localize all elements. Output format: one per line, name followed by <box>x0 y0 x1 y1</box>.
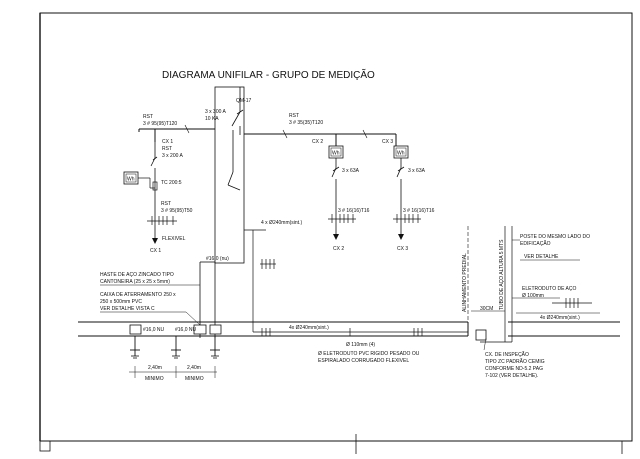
conduit-right-label: 4x Ø240mm(sint.) <box>540 315 580 321</box>
eletroduto-aco-2: Ø 100mm <box>522 293 544 299</box>
conduit-bottom-label: 4x Ø240mm(sint.) <box>289 325 329 331</box>
nu-label-2: #16,0 NU <box>175 327 197 333</box>
bare-cable-label: #16,0 (nu) <box>206 256 229 262</box>
main-panel <box>214 86 245 264</box>
eletroduto-aco-1: ELETRODUTO DE AÇO <box>522 286 576 292</box>
main-breaker-icon <box>227 96 244 191</box>
minimo-label-2: MINIMO <box>185 376 204 382</box>
cx1-breaker-label: RST <box>162 146 172 152</box>
cx2-arrow-icon <box>333 234 339 240</box>
cx3-name: CX 3 <box>382 139 393 145</box>
note-caixa-1: CAIXA DE ATERRAMENTO 250 x <box>100 292 176 298</box>
cx2-cable: 3 # 16(16)T16 <box>338 208 370 214</box>
note-haste-1: HASTE DE AÇO ZINCADO TIPO <box>100 272 174 278</box>
cx2-meter-icon: Wh <box>328 145 344 159</box>
minimo-label-1: MINIMO <box>145 376 164 382</box>
inspection-box <box>475 329 487 341</box>
cx1-meter-label: Wh <box>127 177 135 183</box>
feeder-right-label: RST <box>289 113 299 119</box>
steel-pipe <box>480 226 513 343</box>
cx3-breaker-rating: 3 x 63A <box>408 168 426 174</box>
feeder-left-label: RST <box>143 114 153 120</box>
cx1-breaker-icon <box>150 142 158 226</box>
poste-note-2: EDIFICAÇÃO <box>520 240 551 247</box>
right-leaders <box>512 239 580 299</box>
conduit-top-label: 4 x Ø240mm(sint.) <box>261 220 302 226</box>
right-conductor-marks <box>552 298 592 308</box>
inspection-leader <box>483 337 487 351</box>
ground-symbol-icons <box>131 355 219 359</box>
feeder-right-cable: 3 # 35(35)T120 <box>289 120 323 126</box>
ground-rods <box>130 336 220 356</box>
tubo-label: TUBO DE AÇO ALTURA 5 MTS <box>499 239 505 310</box>
cx3-meter-label: Wh <box>397 151 405 157</box>
cx3-cable: 3 # 16(16)T16 <box>403 208 435 214</box>
cx2-name: CX 2 <box>312 139 323 145</box>
poste-note-1: POSTE DO MESMO LADO DO <box>520 234 590 240</box>
cx3-bottom-label: CX 3 <box>397 246 408 252</box>
cx3-arrow-icon <box>398 234 404 240</box>
dimension-lines <box>129 366 217 378</box>
inspecao-note-3: CONFORME ND-5.2 PAG <box>485 366 543 372</box>
sheet-frame <box>39 12 633 454</box>
note-caixa-2: 250 x 500mm PVC <box>100 299 142 305</box>
service-entrance-conduit <box>244 229 468 333</box>
cx1-breaker-rating: 3 x 200 A <box>162 153 184 159</box>
eletroduto-note-1: Ø ELETRODUTO PVC RIGIDO PESADO OU <box>318 351 420 357</box>
cx1-down-cable: 3 # 95(95)T50 <box>161 208 193 214</box>
qm-label: QM-17 <box>236 98 252 104</box>
eletroduto-note-2: ESPIRALADO CORRUGADO FLEXIVEL <box>318 358 409 364</box>
main-breaker-rating: 3 x 300 A <box>205 109 227 115</box>
diagram-title: DIAGRAMA UNIFILAR - GRUPO DE MEDIÇÃO <box>162 68 375 81</box>
feeder-left-cable: 3 # 95(95)T120 <box>143 121 177 127</box>
grounding-box-1 <box>129 324 142 335</box>
nu-label-1: #16,0 NU <box>143 327 165 333</box>
cx1-arrow-icon <box>152 226 158 244</box>
cx1-conductor-marks <box>147 216 177 225</box>
cx1-bottom-label: CX 1 <box>150 248 161 254</box>
duct-size-label: Ø 110mm (4) <box>346 342 375 348</box>
ground-line <box>78 321 620 337</box>
dim-30-label: 30CM <box>480 306 493 312</box>
cx1-name: CX 1 <box>162 139 173 145</box>
grounding-box-2 <box>193 324 222 335</box>
cx1-down-label: RST <box>161 201 171 207</box>
dim-label-1: 2,40m <box>148 365 162 371</box>
dim-label-2: 2,40m <box>187 365 201 371</box>
cx3-breaker-icon <box>396 158 405 234</box>
cx1-tc-label: TC 200:5 <box>161 180 182 186</box>
note-caixa-3: VER DETALHE VISTA C <box>100 306 155 312</box>
alinhamento-label: ALINHAMENTO PREDIAL <box>462 253 468 312</box>
conduit-marks <box>261 328 423 336</box>
cx2-bottom-label: CX 2 <box>333 246 344 252</box>
ver-detalhe-label: VER DETALHE <box>524 254 559 260</box>
cx3-conductor-marks <box>393 214 421 223</box>
cx2-breaker-icon <box>331 158 340 234</box>
cx1-meter-icon: Wh <box>123 171 139 185</box>
busbar-ticks <box>184 124 368 139</box>
inspecao-note-1: CX. DE INSPEÇÃO <box>485 351 529 358</box>
cx2-conductor-marks <box>328 214 356 223</box>
cx1-flex-label: FLEXIVEL <box>162 236 186 242</box>
inspecao-note-4: 7-102 (VER DETALHE). <box>485 373 538 379</box>
note-haste-2: CANTONEIRA (25 x 25 x 5mm) <box>100 279 170 285</box>
cx2-breaker-rating: 3 x 63A <box>342 168 360 174</box>
cx2-meter-label: Wh <box>332 151 340 157</box>
main-busbar <box>138 128 397 146</box>
cx3-meter-icon: Wh <box>393 145 409 159</box>
main-breaker-icc: 10 KA <box>205 116 219 122</box>
inspecao-note-2: TIPO ZC PADRÃO CEMIG <box>485 358 545 365</box>
note-leaders <box>100 284 201 326</box>
cx1-tc-icon <box>138 177 158 191</box>
